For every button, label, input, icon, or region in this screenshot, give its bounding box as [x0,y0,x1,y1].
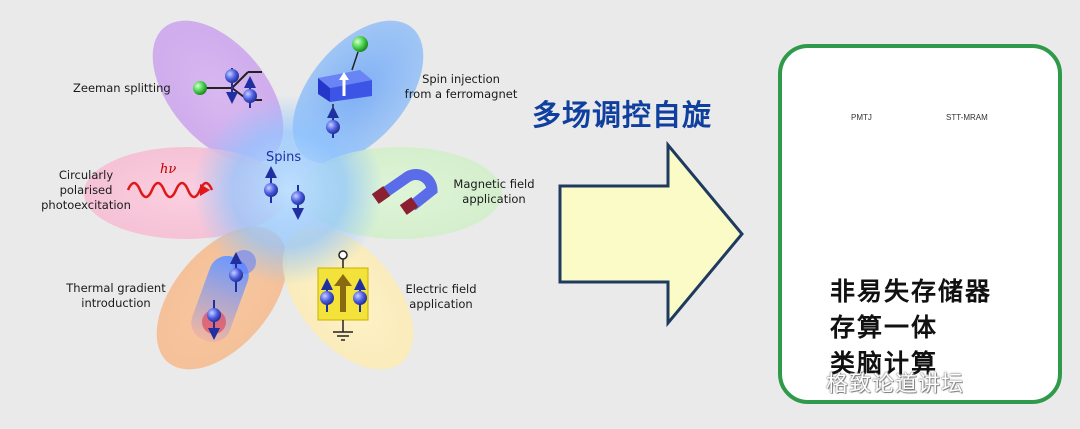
magnetic-field-label: Magnetic field application [453,177,535,206]
horseshoe-magnet-icon [371,169,438,215]
spins-center-glow [193,95,383,285]
watermark-text: 格致论道讲坛 [826,372,965,397]
spins-center-label: Spins [266,150,302,165]
hv-symbol: hν [160,162,176,177]
spin-injection-label: Spin injection from a ferromagnet [404,72,518,101]
thermal-gradient-icon [191,250,256,343]
photon-wave-icon: hν [126,162,214,199]
ferromagnet-injection-icon [318,36,372,138]
photoexcitation-label: Circularly polarised photoexcitation [41,168,131,212]
application-line-2: 存算一体 [830,313,939,342]
thermal-gradient-label: Thermal gradient introduction [66,281,166,310]
heading-title: 多场调控自旋 [532,98,713,132]
zeeman-splitting-label: Zeeman splitting [73,81,171,95]
applications-panel: 非易失存储器 存算一体 类脑计算 [778,44,1062,404]
center-spin-pair [264,166,305,220]
stt-mram-label: STT-MRAM [946,113,988,122]
pmtj-label: PMTJ [851,113,872,122]
big-right-arrow [558,140,744,328]
electric-field-label: Electric field application [405,282,477,311]
application-line-3: 类脑计算 [830,349,939,378]
application-line-1: 非易失存储器 [830,277,993,306]
wechat-logo-icon [796,370,820,390]
electric-field-icon [317,250,369,341]
zeeman-splitting-icon [193,68,262,108]
